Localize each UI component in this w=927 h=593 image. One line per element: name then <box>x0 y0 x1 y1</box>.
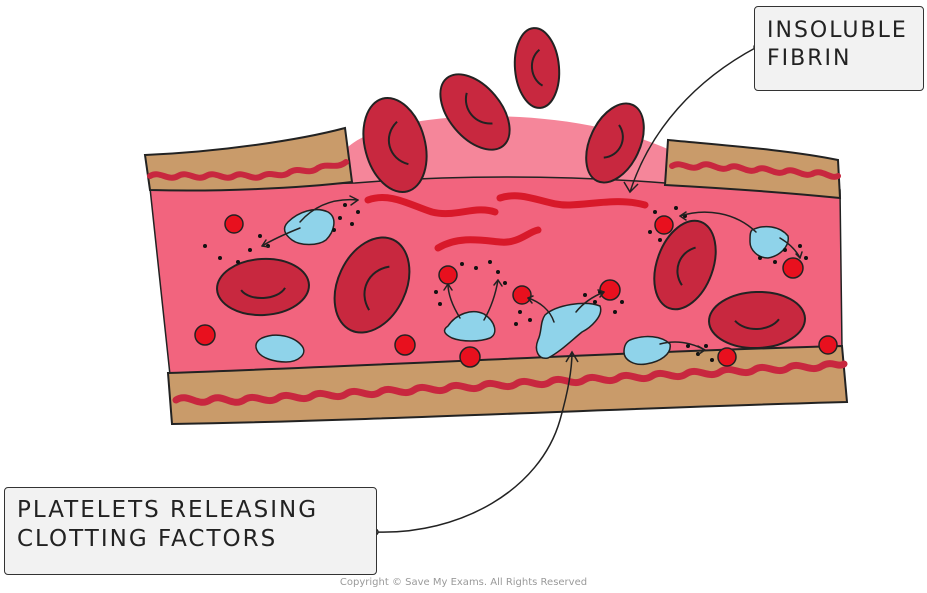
platelets-label-line-1: PLATELETS RELEASING <box>17 496 364 525</box>
fibrin-label-line-2: FIBRIN <box>767 45 911 73</box>
insoluble-fibrin-label: INSOLUBLE FIBRIN <box>754 6 924 91</box>
fibrin-label-line-1: INSOLUBLE <box>767 17 911 45</box>
platelets-label-line-2: CLOTTING FACTORS <box>17 525 364 554</box>
red-blood-cell <box>512 26 563 110</box>
copyright-notice: Copyright © Save My Exams. All Rights Re… <box>0 577 927 588</box>
platelets-releasing-label: PLATELETS RELEASING CLOTTING FACTORS <box>4 487 377 575</box>
upper-left-wall <box>145 128 352 191</box>
